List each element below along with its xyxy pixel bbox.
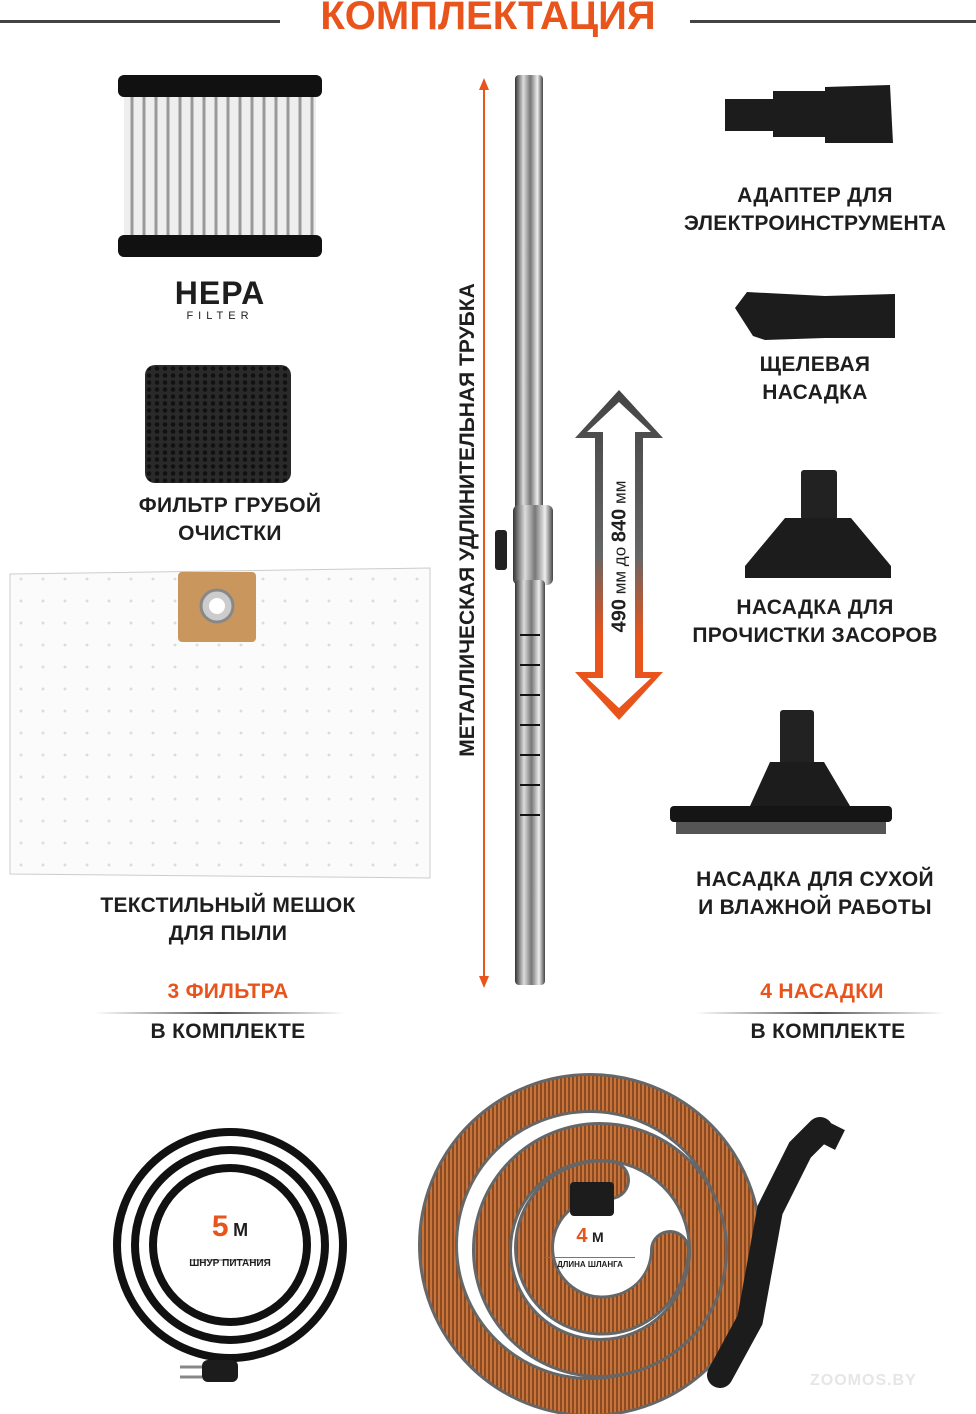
clog-line2: ПРОЧИСТКИ ЗАСОРОВ [692, 624, 938, 647]
tube-dimension-line [479, 78, 489, 988]
filters-divider [95, 1012, 345, 1014]
cord-length-unit: М [233, 1220, 249, 1240]
coarse-filter-line2: ОЧИСТКИ [178, 522, 282, 545]
coarse-filter-label: ФИЛЬТР ГРУБОЙ ОЧИСТКИ [80, 492, 380, 548]
filters-note: В КОМПЛЕКТЕ [150, 1020, 306, 1043]
crevice-line1: ЩЕЛЕВАЯ [759, 353, 871, 376]
coarse-filter-image [145, 365, 291, 483]
tube-label: МЕТАЛЛИЧЕСКАЯ УДЛИНИТЕЛЬНАЯ ТРУБКА [456, 283, 479, 757]
tube-unit-2: мм [610, 480, 630, 504]
coarse-filter-line1: ФИЛЬТР ГРУБОЙ [138, 494, 322, 517]
nozzles-divider [695, 1012, 945, 1014]
title-rule-left [0, 20, 280, 23]
title-rule-right [690, 20, 976, 23]
adapter-line1: АДАПТЕР ДЛЯ [737, 184, 893, 207]
cord-label: ШНУР ПИТАНИЯ [189, 1258, 271, 1269]
tube-to: до [610, 546, 630, 567]
dust-bag-line1: ТЕКСТИЛЬНЫЙ МЕШОК [100, 894, 356, 917]
nozzles-note: В КОМПЛЕКТЕ [750, 1020, 906, 1043]
suction-hose-image: ВСАСЫВАЮЩИЙ ШЛАНГ Ø 32 мм [418, 1073, 845, 1414]
hepa-sub: FILTER [186, 310, 254, 322]
adapter-label: АДАПТЕР ДЛЯ ЭЛЕКТРОИНСТРУМЕНТА [640, 182, 976, 238]
extension-tube-image [495, 75, 553, 985]
page-title: КОМПЛЕКТАЦИЯ [320, 0, 656, 38]
dust-bag-image [9, 567, 431, 879]
crevice-line2: НАСАДКА [762, 381, 868, 404]
tube-length-range: 490 мм до 840 мм [609, 407, 632, 707]
hose-label: ДЛИНА ШЛАНГА [545, 1257, 635, 1269]
adapter-image [725, 85, 893, 143]
tube-min: 490 [608, 599, 631, 633]
filters-count: 3 ФИЛЬТРА [167, 980, 289, 1003]
hepa-filter-image [118, 75, 322, 257]
hose-length-unit: М [591, 1229, 604, 1245]
nozzles-count: 4 НАСАДКИ [760, 980, 884, 1003]
adapter-line2: ЭЛЕКТРОИНСТРУМЕНТА [683, 212, 947, 235]
crevice-label: ЩЕЛЕВАЯ НАСАДКА [640, 351, 976, 407]
floor-label: НАСАДКА ДЛЯ СУХОЙ И ВЛАЖНОЙ РАБОТЫ [640, 866, 976, 922]
floor-line2: И ВЛАЖНОЙ РАБОТЫ [698, 896, 932, 919]
dust-bag-line2: ДЛЯ ПЫЛИ [168, 922, 288, 945]
hose-length: 4 М [545, 1225, 635, 1248]
cord-length: 5 М [170, 1210, 290, 1244]
watermark: ZOOMOS.BY [810, 1372, 917, 1389]
floor-nozzle-image [670, 710, 892, 834]
power-cord-image [113, 1128, 347, 1382]
hepa-logo: HEPA [174, 275, 266, 311]
clog-line1: НАСАДКА ДЛЯ [736, 596, 894, 619]
tube-max: 840 [608, 508, 631, 543]
tube-unit-1: мм [610, 570, 630, 595]
cord-length-value: 5 [211, 1210, 229, 1243]
clog-nozzle-image [745, 470, 891, 578]
clog-label: НАСАДКА ДЛЯ ПРОЧИСТКИ ЗАСОРОВ [640, 594, 976, 650]
hose-length-value: 4 [576, 1225, 588, 1247]
crevice-nozzle-image [735, 292, 895, 340]
length-range-arrow [575, 390, 663, 720]
dust-bag-label: ТЕКСТИЛЬНЫЙ МЕШОК ДЛЯ ПЫЛИ [28, 892, 428, 948]
floor-line1: НАСАДКА ДЛЯ СУХОЙ [696, 868, 934, 891]
